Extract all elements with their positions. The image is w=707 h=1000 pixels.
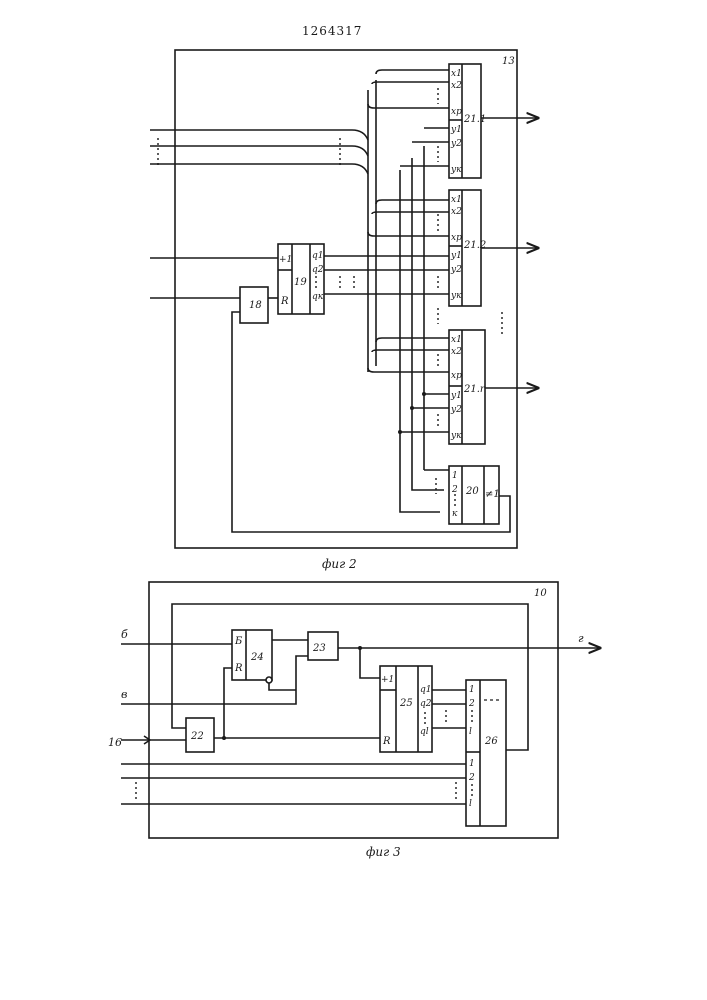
counter-25-label: 25 [399,698,413,709]
decoder-20-in2: 2 [451,485,458,495]
input-16-label: 16 [108,736,122,749]
b26-top-l: l [469,727,472,737]
c2-y1: y1 [450,251,462,261]
output-g-label: г [578,632,584,645]
c3-xp: xp [451,371,462,381]
figure-3: 10 б в 16 г Б R 24 23 [108,582,600,859]
counter-19-reset: R [280,296,289,307]
trigger-24: Б R 24 [232,630,272,683]
c1-x1: x1 [451,69,462,79]
b26-bot-2: 2 [468,773,475,783]
b26-top-2: 2 [468,699,475,709]
c3-x2: x2 [451,347,462,357]
c3-y1: y1 [450,391,462,401]
c1-y2: y2 [450,139,462,149]
fig2-buses [368,80,450,512]
input-v-label: в [121,688,127,701]
c2-xp: xp [451,233,462,243]
comparator-21-r: 21.r x1 x2 xp y1 y2 yк [368,330,538,444]
fig3-caption: фиг 3 [366,845,401,859]
counter-25-inc: +1 [381,675,394,685]
b26-bot-1: 1 [469,759,475,769]
counter-19-outputs [324,256,424,294]
block-13-label: 13 [502,56,515,67]
decoder-20-label: 20 [465,486,479,497]
counter-19-label: 19 [294,277,307,288]
counter-19-qk: qк [312,292,324,302]
c1-yk: yк [450,165,462,175]
c3-x1: x1 [451,335,462,345]
trigger-24-reset: R [234,663,243,674]
comparator-21-2: 21.2 x1 x2 xp y1 y2 yк [368,190,538,306]
trigger-24-label: 24 [250,652,264,663]
c1-x2: x2 [451,81,462,91]
figure-2: 13 18 +1 R 19 q1 q2 qк [150,50,538,571]
decoder-20: 20 ≠1 1 2 к [449,466,500,524]
c3-y2: y2 [450,405,462,415]
comparator-21-1: 21.1 x1 x2 xp y1 y2 yк [368,64,538,178]
block-18: 18 [240,287,268,323]
counter-19-q1: q1 [312,251,324,261]
trigger-24-set: Б [234,636,243,647]
c1-y1: y1 [450,125,462,135]
counter-19-q2: q2 [312,265,324,275]
comparator-21-2-label: 21.2 [463,240,486,251]
c2-yk: yк [450,291,462,301]
block-23-label: 23 [312,643,326,654]
counter-25-ql: ql [420,727,429,737]
counter-25-outputs [432,690,466,728]
fig3-input-bus-bottom [121,764,466,804]
c1-xp: xp [451,107,462,117]
b26-top-1: 1 [469,685,475,695]
decoder-20-output: ≠1 [485,489,500,500]
block-22: 22 [186,718,214,752]
counter-19: +1 R 19 q1 q2 qк [278,244,324,314]
block-26-label: 26 [484,736,498,747]
counter-25-reset: R [382,736,391,747]
comparator-21-r-label: 21.r [463,384,486,395]
fig2-caption: фиг 2 [322,557,357,571]
decoder-20-ink: к [452,509,458,519]
counter-19-inc: +1 [279,255,292,265]
c2-x1: x1 [451,195,462,205]
c3-yk: yк [450,431,462,441]
block-18-label: 18 [249,300,262,311]
block-26: 26 1 2 l 1 2 l [466,680,506,826]
c2-x2: x2 [451,207,462,217]
c2-y2: y2 [450,265,462,275]
fig2-input-bus-top [150,130,368,174]
block-22-label: 22 [190,731,204,742]
patent-number: 1264317 [302,24,362,38]
decoder-20-in1: 1 [452,471,458,481]
input-b-label: б [121,628,128,641]
counter-25: +1 R 25 q1 q2 ql [380,666,432,752]
comparator-21-1-label: 21.1 [463,114,486,125]
counter-25-q1: q1 [420,685,432,695]
counter-25-q2: q2 [420,699,432,709]
block-23: 23 [308,632,338,660]
block-10-label: 10 [534,588,547,599]
b26-bot-l: l [469,799,472,809]
